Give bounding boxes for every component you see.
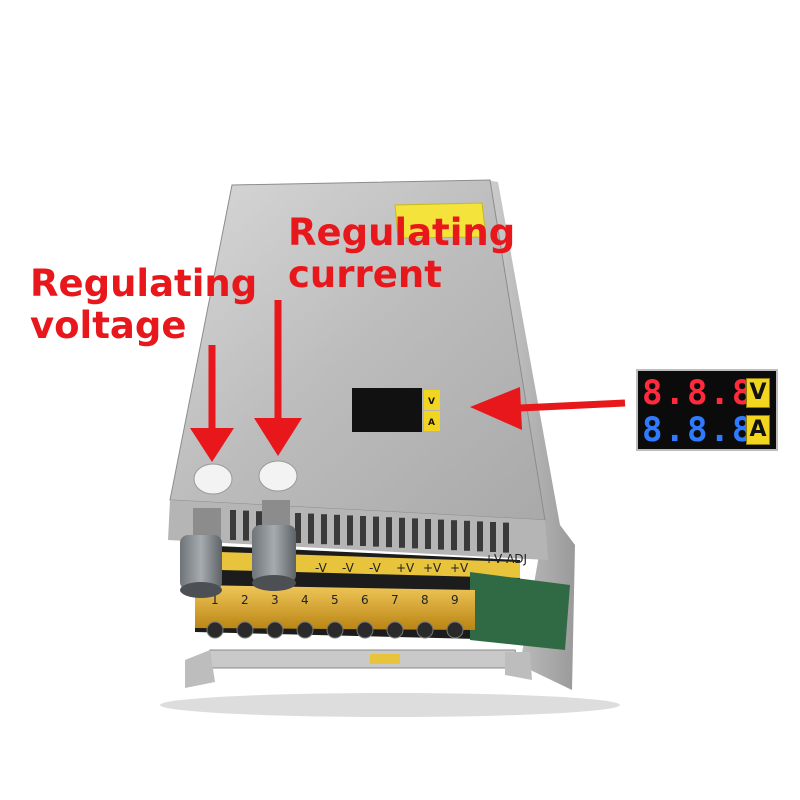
- vent-slot: [347, 515, 353, 546]
- current-knob-badge: [258, 460, 298, 492]
- current-digits: 8.8.8.: [642, 410, 777, 450]
- vent-slot: [308, 513, 314, 544]
- vent-slot: [425, 519, 431, 549]
- voltage-knob-badge: [193, 463, 233, 495]
- terminal-polarity-label: +V: [423, 561, 442, 575]
- terminal-screw[interactable]: [266, 621, 284, 639]
- vent-slot: [464, 520, 470, 551]
- vent-slot: [321, 514, 327, 545]
- mount-foot-right: [505, 652, 532, 680]
- terminal-number: 3: [271, 593, 279, 607]
- terminal-screw[interactable]: [416, 621, 434, 639]
- terminal-number: 1: [211, 593, 219, 607]
- terminal-screw[interactable]: [236, 621, 254, 639]
- vent-slot: [386, 517, 392, 548]
- digital-readout-inset: 8.8.8. V 8.8.8. A: [636, 369, 778, 451]
- vent-slot: [334, 514, 340, 545]
- panel-meter: [352, 388, 422, 432]
- terminal-labels: -V -V -V +V +V +V: [315, 561, 469, 575]
- bottom-plate: [204, 649, 521, 669]
- current-label-line-1: Regulating: [288, 211, 516, 254]
- display-arrow-head: [470, 387, 522, 430]
- voltage-unit-box: V: [746, 378, 770, 408]
- voltage-label-line-1: Regulating: [30, 262, 258, 305]
- terminal-polarity-label: +V: [450, 561, 469, 575]
- vent-slot: [230, 510, 236, 540]
- vent-slot: [477, 521, 483, 552]
- terminal-number: 6: [361, 593, 369, 607]
- vent-slot: [399, 517, 405, 548]
- terminal-number: 4: [301, 593, 309, 607]
- terminal-polarity-label: -V: [315, 561, 328, 575]
- regulating-voltage-label: Regulating voltage: [30, 263, 257, 347]
- voltage-arrow-head: [190, 428, 234, 462]
- voltage-label-line-2: voltage: [30, 304, 187, 347]
- terminal-screw[interactable]: [206, 621, 224, 639]
- vent-slot: [438, 519, 444, 550]
- vent-slot: [373, 516, 379, 547]
- terminal-number: 2: [241, 593, 249, 607]
- terminal-number: 8: [421, 593, 429, 607]
- current-unit-box: A: [746, 415, 770, 445]
- voltage-readout-row: 8.8.8. V: [642, 373, 777, 413]
- vent-slot: [243, 510, 249, 541]
- regulating-current-label: Regulating current: [288, 212, 515, 296]
- terminal-polarity-label: -V: [369, 561, 382, 575]
- current-label-line-2: current: [288, 253, 442, 296]
- vent-slot: [295, 513, 301, 543]
- vent-slot: [451, 520, 457, 551]
- terminal-number: 7: [391, 593, 399, 607]
- terminal-polarity-label: -V: [342, 561, 355, 575]
- vent-slot: [412, 518, 418, 549]
- adj-terminal-label: +V ADJ: [484, 552, 527, 566]
- panel-meter-v-box: [424, 390, 440, 410]
- current-arrow-head: [254, 418, 302, 456]
- warning-sticker: [394, 202, 487, 239]
- terminal-screw[interactable]: [446, 621, 464, 639]
- vent-slot: [490, 522, 496, 552]
- mount-foot-left: [185, 650, 215, 688]
- current-readout-row: 8.8.8. A: [642, 410, 777, 450]
- vent-slot: [503, 522, 509, 553]
- floor-shadow: [160, 693, 620, 717]
- panel-meter-a-box: [424, 411, 440, 431]
- terminal-screw[interactable]: [386, 621, 404, 639]
- voltage-digits: 8.8.8.: [642, 373, 777, 413]
- terminal-screw[interactable]: [296, 621, 314, 639]
- pcb-board: [470, 572, 570, 650]
- panel-meter-a-unit: A: [428, 418, 435, 428]
- annotation-arrows: [190, 300, 626, 462]
- voltage-knob[interactable]: [180, 508, 222, 598]
- current-knob[interactable]: [252, 500, 296, 591]
- terminal-screw[interactable]: [356, 621, 374, 639]
- terminal-number: 5: [331, 593, 339, 607]
- vent-slot: [360, 516, 366, 546]
- panel-meter-v-unit: V: [428, 397, 435, 407]
- terminal-block: [195, 585, 475, 630]
- terminal-number: 9: [451, 593, 459, 607]
- terminal-polarity-label: +V: [396, 561, 415, 575]
- vent-slots: [230, 510, 509, 553]
- display-arrow-shaft: [519, 399, 626, 412]
- bottom-sticker: [370, 654, 400, 664]
- terminal-screws: 1 2 3 4 5 6 7 8 9: [206, 593, 464, 639]
- terminal-screw[interactable]: [326, 621, 344, 639]
